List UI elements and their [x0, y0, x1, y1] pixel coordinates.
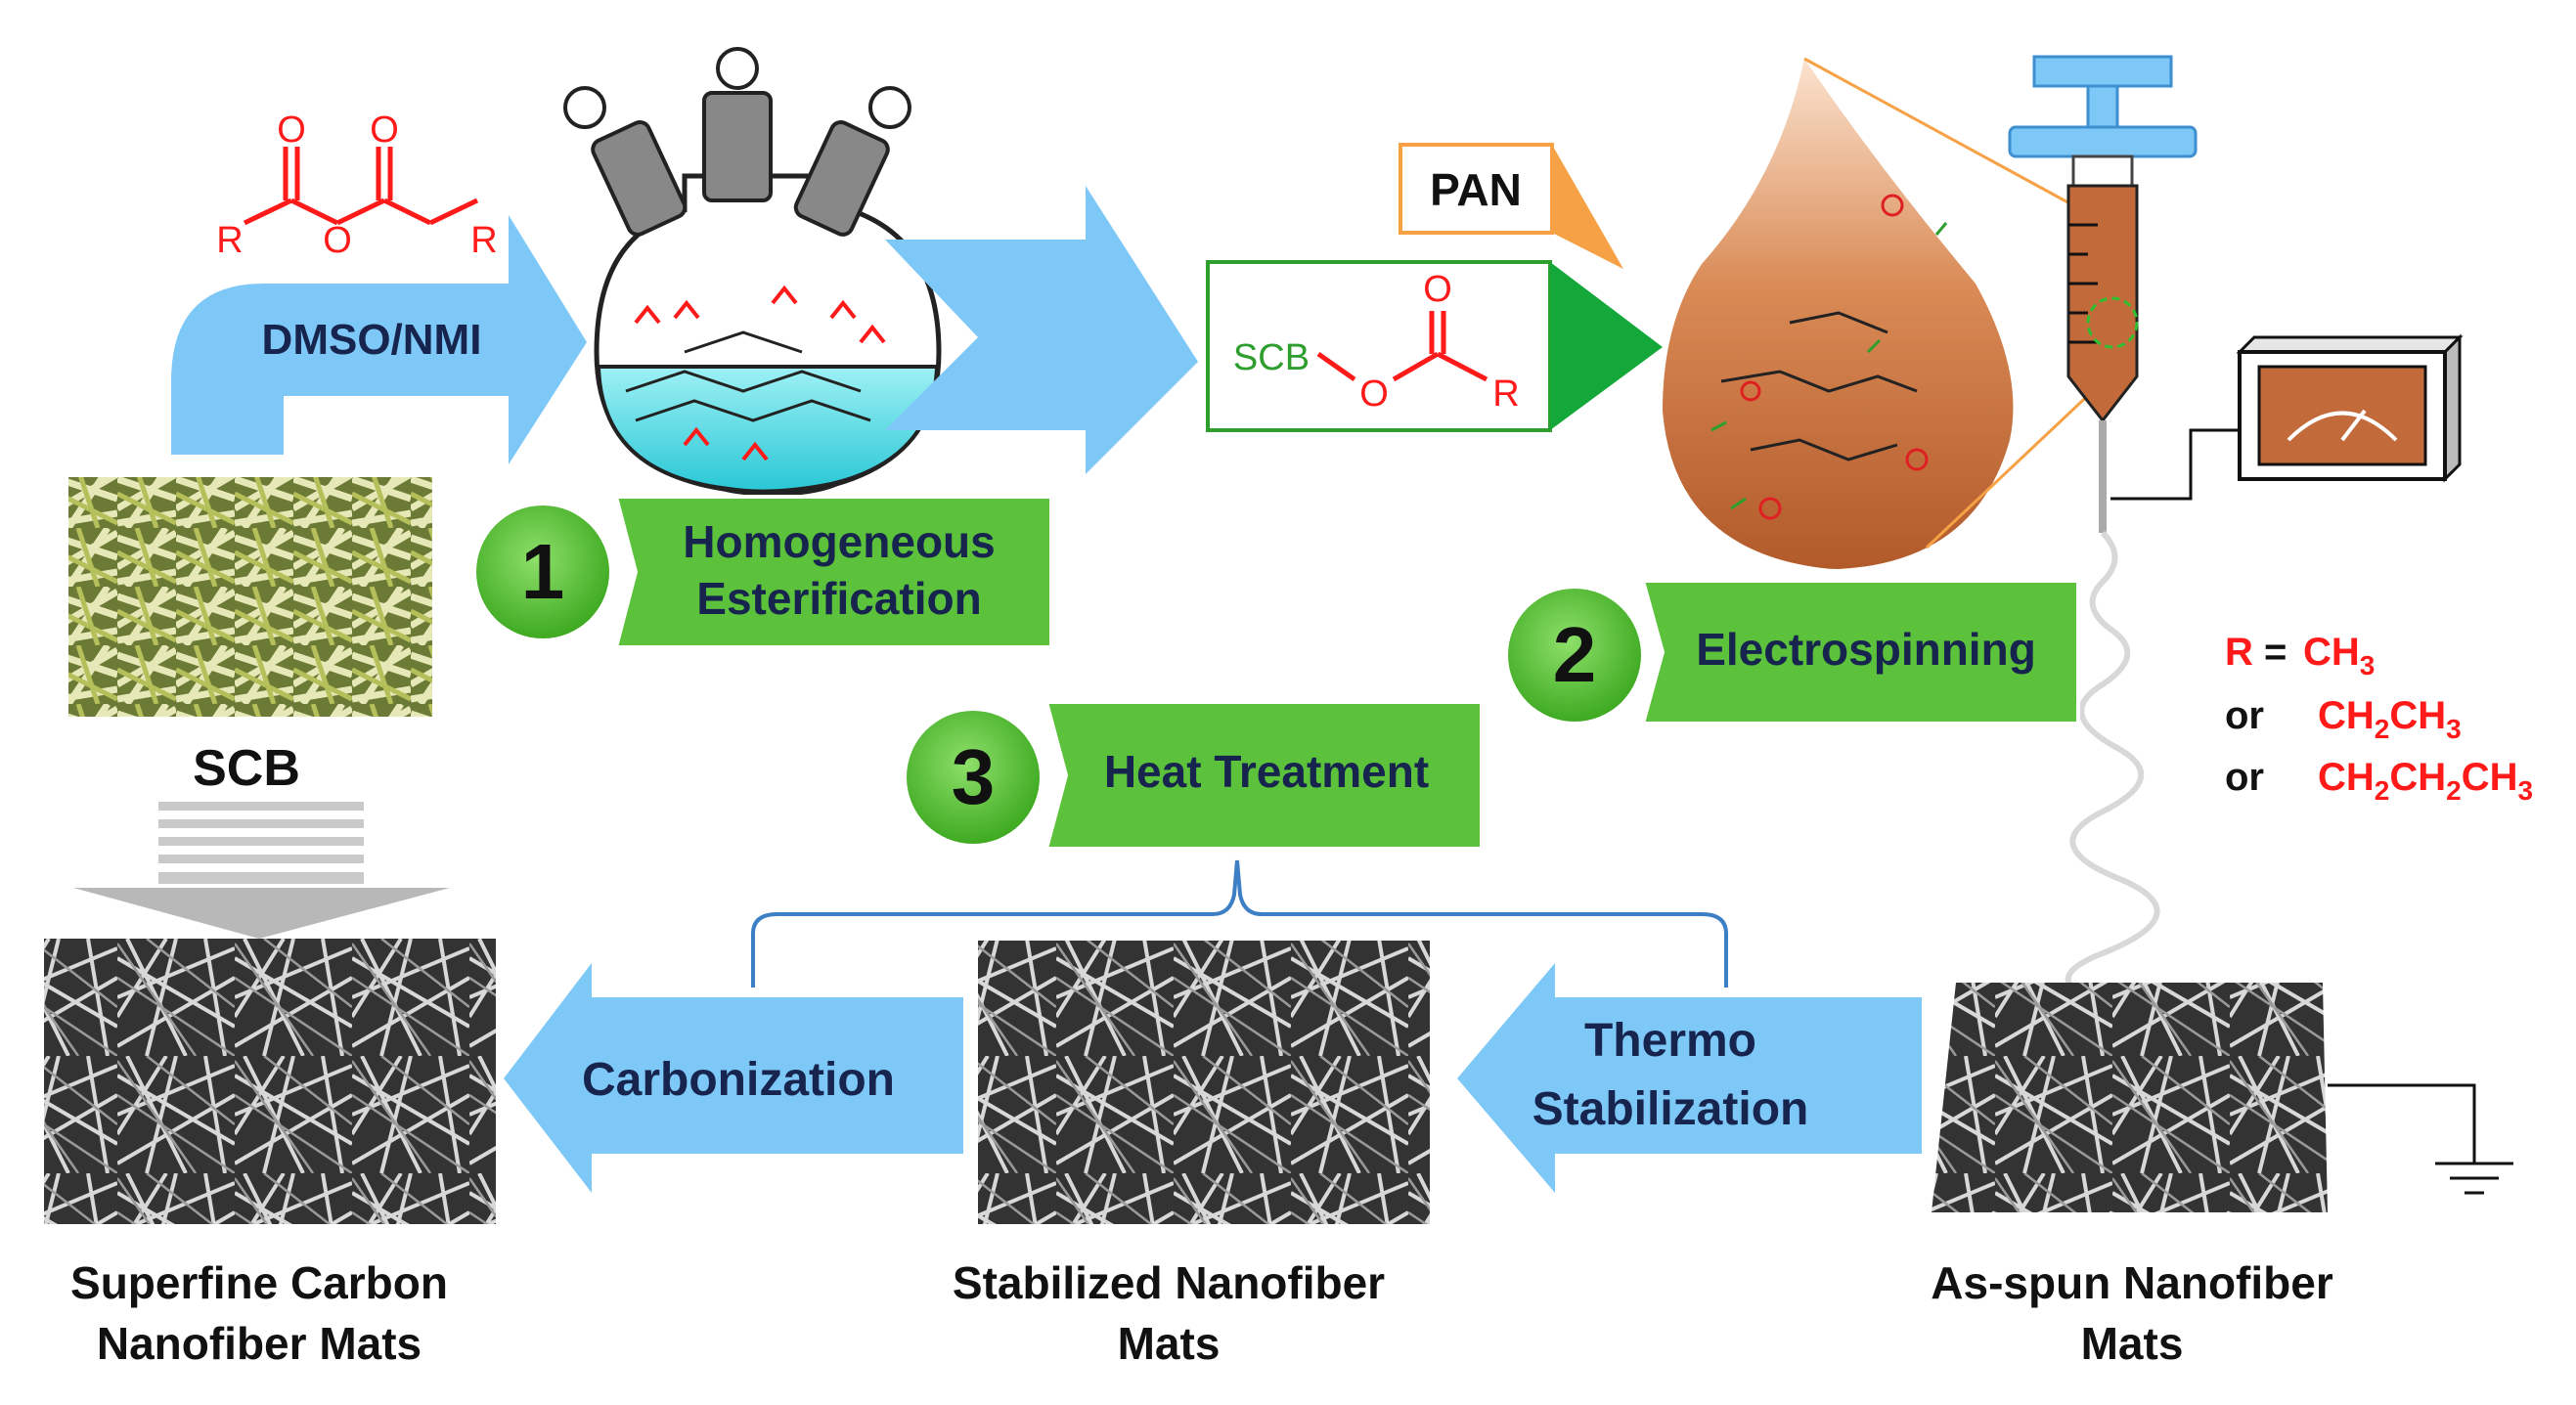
- step2-number: 2: [1553, 611, 1597, 698]
- r-def-ethyl-a: CH: [2318, 694, 2375, 737]
- r-def-propyl-b-sub: 2: [2446, 775, 2462, 806]
- anhydride-bridge-o: O: [323, 220, 352, 261]
- syringe: [2008, 55, 2198, 533]
- droplet-molecules: [1710, 194, 1948, 520]
- r-def-ethyl-b-sub: 3: [2446, 714, 2462, 744]
- r-def-ethyl-a-sub: 2: [2375, 714, 2390, 744]
- carbonization-label: Carbonization: [582, 1054, 895, 1106]
- r-def-ch3: CH: [2303, 631, 2360, 674]
- svg-text:CH3: CH3: [2303, 631, 2375, 681]
- scb-label: SCB: [193, 740, 300, 797]
- product-ester-bonds: [1316, 311, 1488, 382]
- pan-callout: [1399, 143, 1623, 269]
- caption-superfine-line1: Superfine Carbon: [70, 1257, 448, 1308]
- ground-symbol: [2328, 1083, 2513, 1195]
- superfine-carbon-image: [44, 939, 496, 1224]
- three-neck-flask: [563, 47, 942, 497]
- r-def-propyl-b: CH: [2389, 756, 2446, 799]
- r-def-ch3-sub: 3: [2360, 650, 2376, 681]
- product-box: [1206, 260, 1552, 432]
- thermo-label-line1: Thermo: [1584, 1015, 1756, 1067]
- svg-text:CH2CH2CH3: CH2CH2CH3: [2318, 756, 2533, 806]
- r-def-equals: =: [2264, 631, 2287, 674]
- stabilized-nanofiber-image: [978, 941, 1430, 1224]
- flask-to-product-arrow: [885, 186, 1198, 474]
- step3-label: Heat Treatment: [1104, 746, 1429, 797]
- spinning-jet: [2065, 530, 2207, 1026]
- anhydride-structure: [243, 147, 479, 226]
- product-to-drop-arrow: [1550, 262, 1663, 430]
- step1-number: 1: [521, 528, 565, 615]
- scb-down-arrow: [73, 802, 450, 939]
- product-carbonyl-o: O: [1423, 269, 1452, 310]
- step3-number: 3: [952, 733, 996, 820]
- caption-superfine-line2: Nanofiber Mats: [97, 1318, 422, 1369]
- r-def-ethyl-b: CH: [2389, 694, 2446, 737]
- r-def-or2: or: [2225, 756, 2264, 799]
- r-definition: R = CH3 or CH2CH3 or CH2CH2CH3: [2225, 631, 2533, 806]
- caption-stabilized-line2: Mats: [1118, 1318, 1221, 1369]
- dmso-nmi-arrow: [171, 215, 587, 464]
- reagent-label: DMSO/NMI: [262, 316, 482, 364]
- r-def-propyl-a-sub: 2: [2375, 775, 2390, 806]
- caption-asspun-line2: Mats: [2081, 1318, 2184, 1369]
- step1-badge: [466, 495, 1053, 649]
- thermo-stabilization-arrow: [1457, 963, 1922, 1193]
- step3-badge: [897, 700, 1484, 854]
- step2-label: Electrospinning: [1696, 624, 2036, 675]
- thermo-label-line2: Stabilization: [1532, 1083, 1809, 1135]
- zoom-line-top: [1803, 57, 2074, 207]
- pan-label: PAN: [1430, 164, 1522, 215]
- product-scb: SCB: [1233, 337, 1310, 378]
- r-def-propyl-c-sub: 3: [2518, 775, 2534, 806]
- svg-text:CH2CH3: CH2CH3: [2318, 694, 2462, 744]
- product-o: O: [1359, 373, 1389, 415]
- r-def-or1: or: [2225, 694, 2264, 737]
- anhydride-carbonyl-o-right: O: [370, 110, 399, 151]
- zoom-line-bottom: [1925, 384, 2100, 549]
- step2-badge: [1498, 579, 2080, 731]
- r-def-r: R: [2225, 631, 2253, 674]
- step1-line1: Homogeneous: [683, 516, 995, 567]
- caption-stabilized-line1: Stabilized Nanofiber: [953, 1257, 1385, 1308]
- high-voltage-supply: [2110, 333, 2464, 501]
- caption-asspun-line1: As-spun Nanofiber: [1931, 1257, 2333, 1308]
- anhydride-carbonyl-o-left: O: [277, 110, 306, 151]
- step1-line2: Esterification: [696, 573, 981, 624]
- r-def-propyl-a: CH: [2318, 756, 2375, 799]
- product-r: R: [1492, 373, 1519, 415]
- heat-treatment-brace: [751, 859, 1728, 988]
- scb-photo: [68, 477, 432, 717]
- r-def-propyl-c: CH: [2462, 756, 2518, 799]
- asspun-nanofiber-image: [1932, 983, 2328, 1212]
- carbonization-arrow: [504, 963, 963, 1193]
- anhydride-r-left: R: [216, 220, 243, 261]
- anhydride-r-right: R: [470, 220, 497, 261]
